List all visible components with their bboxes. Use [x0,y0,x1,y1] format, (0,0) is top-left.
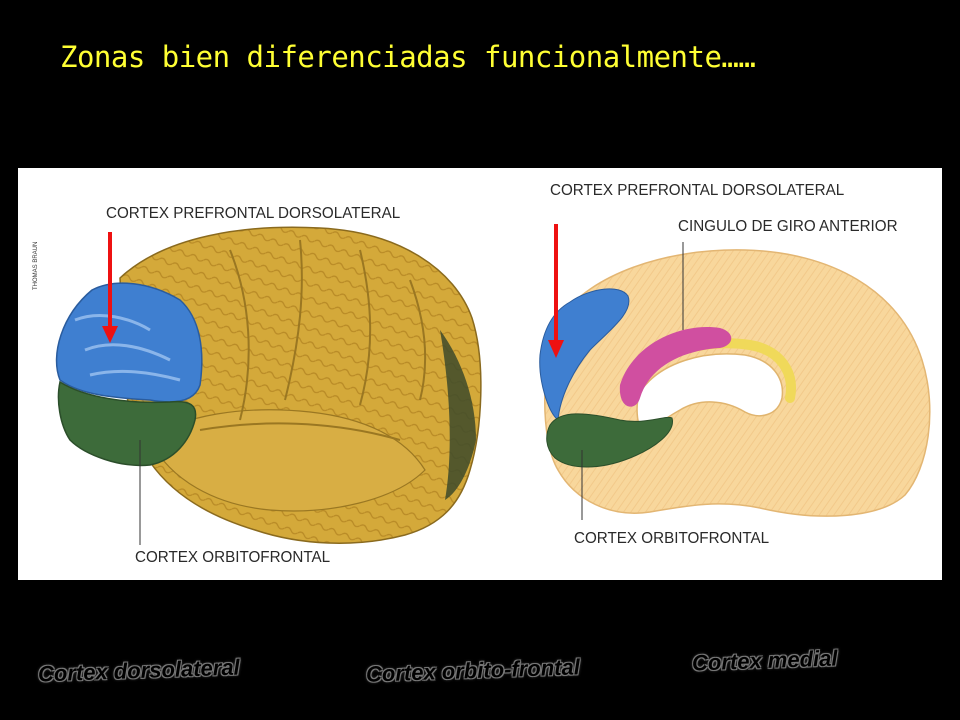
lateral-orbitofrontal-label: CORTEX ORBITOFRONTAL [135,549,331,566]
medial-cingulate-label: CINGULO DE GIRO ANTERIOR [678,218,898,235]
caption-medial: Cortex medial [691,645,838,676]
lateral-brain [55,226,482,545]
medial-orbitofrontal-region [546,413,673,468]
medial-dorsolateral-region [539,288,630,421]
lateral-dorsolateral-region [55,282,203,403]
lateral-dorsolateral-label: CORTEX PREFRONTAL DORSOLATERAL [106,205,401,222]
medial-cingulate-region [619,327,732,407]
slide-title: Zonas bien diferenciadas funcionalmente…… [60,40,756,74]
medial-brain [539,224,931,520]
medial-dorsolateral-label: CORTEX PREFRONTAL DORSOLATERAL [550,182,845,199]
credit-label: THOMAS BRAUN [33,241,39,290]
medial-orbitofrontal-label: CORTEX ORBITOFRONTAL [574,530,770,547]
lateral-orbitofrontal-region [57,380,197,467]
